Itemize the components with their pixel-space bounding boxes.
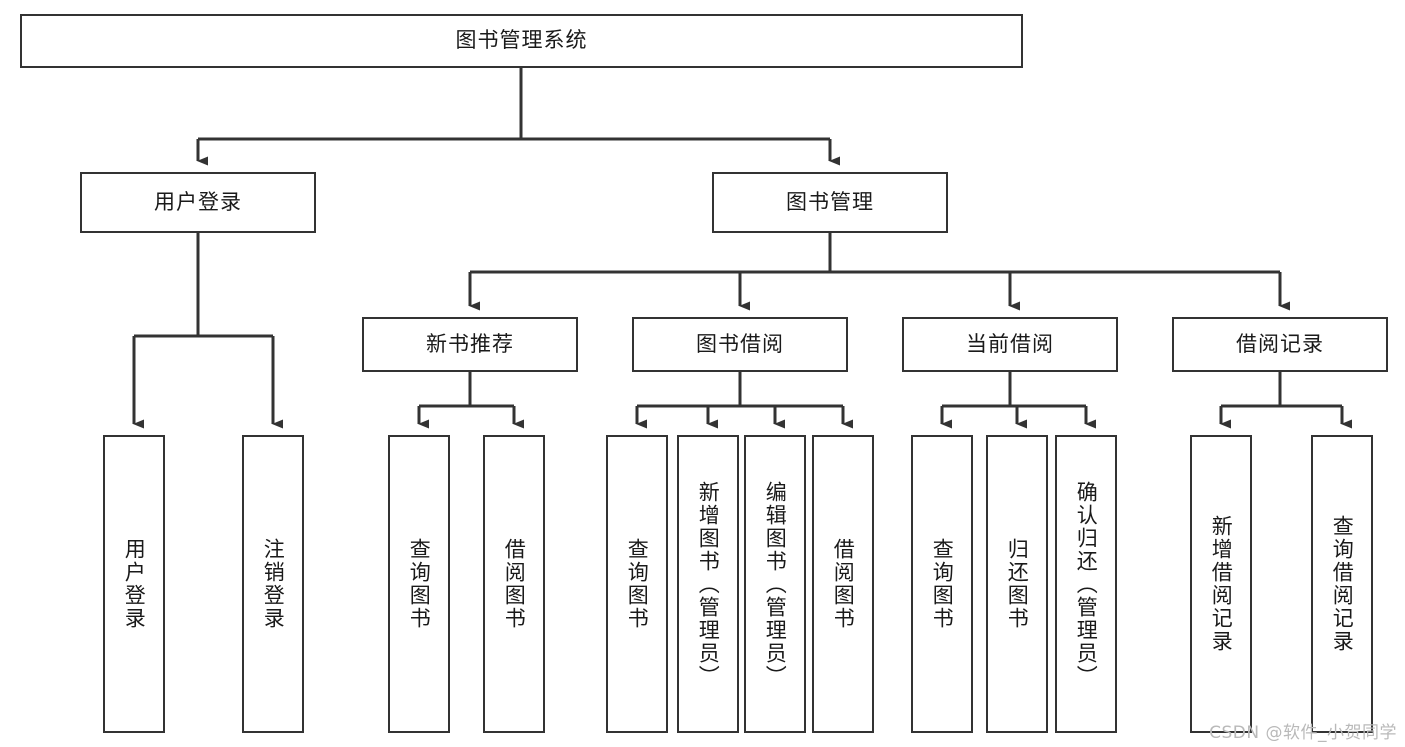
node-label: 用户登录 xyxy=(154,189,242,214)
node-leaf-add-book[interactable]: 新增图书（管理员） xyxy=(677,435,739,733)
node-leaf-edit-book[interactable]: 编辑图书（管理员） xyxy=(744,435,806,733)
node-leaf-query-book-1[interactable]: 查询图书 xyxy=(388,435,450,733)
node-leaf-query-book-3[interactable]: 查询图书 xyxy=(911,435,973,733)
node-book-borrow[interactable]: 图书借阅 xyxy=(632,317,848,372)
csdn-watermark: CSDN @软件_小贺同学 xyxy=(1209,723,1397,743)
node-label: 图书管理系统 xyxy=(455,28,588,53)
node-leaf-return-book[interactable]: 归还图书 xyxy=(986,435,1048,733)
node-label: 借阅图书 xyxy=(831,538,856,630)
node-label: 当前借阅 xyxy=(966,331,1054,356)
node-root-图书管理系统[interactable]: 图书管理系统 xyxy=(20,14,1023,68)
node-label: 查询图书 xyxy=(625,538,650,630)
node-leaf-user-logout[interactable]: 注销登录 xyxy=(242,435,304,733)
node-leaf-user-login[interactable]: 用户登录 xyxy=(103,435,165,733)
node-label: 图书借阅 xyxy=(696,331,784,356)
node-book-manage[interactable]: 图书管理 xyxy=(712,172,948,233)
node-label: 查询图书 xyxy=(407,538,432,630)
node-leaf-borrow-book-1[interactable]: 借阅图书 xyxy=(483,435,545,733)
node-label: 新增借阅记录 xyxy=(1209,515,1234,653)
node-label: 借阅记录 xyxy=(1236,331,1324,356)
node-leaf-query-book-2[interactable]: 查询图书 xyxy=(606,435,668,733)
node-label: 借阅图书 xyxy=(502,538,527,630)
node-label: 编辑图书（管理员） xyxy=(763,480,788,688)
node-label: 归还图书 xyxy=(1005,538,1030,630)
node-label: 注销登录 xyxy=(261,538,286,630)
node-leaf-confirm-return[interactable]: 确认归还（管理员） xyxy=(1055,435,1117,733)
node-label: 图书管理 xyxy=(786,189,874,214)
node-leaf-borrow-book-2[interactable]: 借阅图书 xyxy=(812,435,874,733)
node-borrow-record[interactable]: 借阅记录 xyxy=(1172,317,1388,372)
node-leaf-add-record[interactable]: 新增借阅记录 xyxy=(1190,435,1252,733)
node-label: 新增图书（管理员） xyxy=(696,480,721,688)
node-label: 确认归还（管理员） xyxy=(1074,480,1099,688)
node-new-book-rec[interactable]: 新书推荐 xyxy=(362,317,578,372)
node-label: 用户登录 xyxy=(122,538,147,630)
node-label: 查询借阅记录 xyxy=(1330,515,1355,653)
node-leaf-query-record[interactable]: 查询借阅记录 xyxy=(1311,435,1373,733)
node-user-login[interactable]: 用户登录 xyxy=(80,172,316,233)
node-label: 新书推荐 xyxy=(426,331,514,356)
node-current-borrow[interactable]: 当前借阅 xyxy=(902,317,1118,372)
node-label: 查询图书 xyxy=(930,538,955,630)
